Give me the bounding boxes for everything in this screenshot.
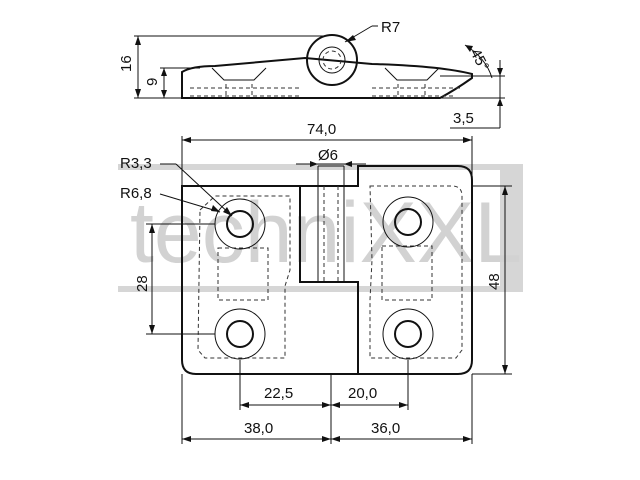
dim16-arrow-top <box>135 36 141 45</box>
dim38-label: 38,0 <box>244 420 273 437</box>
dia6-label: Ø6 <box>318 147 338 164</box>
dim38-arrow-right <box>322 436 331 442</box>
top-view: 74,0 Ø6 R3,3 <box>120 121 512 444</box>
watermark: techniXXL <box>118 164 523 292</box>
dim9-label: 9 <box>144 78 161 86</box>
dim200-label: 20,0 <box>348 385 377 402</box>
r68-label: R6,8 <box>120 185 152 202</box>
dim35-arrow-bottom <box>497 98 503 106</box>
dia6-arrow-right <box>344 161 352 167</box>
left-top-hole <box>226 210 254 238</box>
dim225-arrow-left <box>240 402 249 408</box>
dim74-arrow-left <box>182 137 191 143</box>
countersink-right <box>384 67 440 81</box>
right-pocket-inner <box>381 245 433 301</box>
r68-leader <box>159 193 221 213</box>
dim225-arrow-right <box>322 402 331 408</box>
right-bottom-hole <box>394 320 422 348</box>
right-top-boss <box>382 196 434 248</box>
dim36-arrow-right <box>463 436 472 442</box>
right-pocket-hidden <box>369 185 463 359</box>
knuckle-pin-inner <box>322 50 342 70</box>
watermark-text: techniXXL <box>130 185 522 281</box>
left-pocket-hidden <box>197 195 291 359</box>
watermark-band-top <box>118 164 523 170</box>
dim48-label: 48 <box>486 273 503 290</box>
watermark-band-bottom <box>118 286 523 292</box>
r7-arrow <box>345 35 356 42</box>
dim225-label: 22,5 <box>264 385 293 402</box>
watermark-band-right <box>500 164 523 292</box>
dim9-arrow-top <box>161 68 167 76</box>
r33-arrow <box>223 207 232 216</box>
knuckle-outer <box>306 34 358 86</box>
dim35-label: 3,5 <box>453 110 474 127</box>
left-bottom-boss <box>214 308 266 360</box>
dim200-arrow-right <box>399 402 408 408</box>
dim16-arrow-bottom <box>135 89 141 98</box>
dim28-arrow-bottom <box>149 325 155 334</box>
r33-leader <box>175 163 233 217</box>
side-hidden-left <box>190 84 300 98</box>
right-bottom-boss <box>382 308 434 360</box>
countersink-left <box>211 67 267 81</box>
angle-arrow <box>465 45 473 52</box>
dim36-label: 36,0 <box>371 420 400 437</box>
dim35-arrow-top <box>497 68 503 76</box>
r68-arrow <box>211 205 220 212</box>
dia6-arrow-left <box>310 161 318 167</box>
left-bottom-hole <box>226 320 254 348</box>
r33-label: R3,3 <box>120 155 152 172</box>
left-pocket-inner <box>217 247 269 301</box>
right-top-hole <box>394 208 422 236</box>
side-hidden-right <box>372 84 460 98</box>
dim48-arrow-bottom <box>502 365 508 374</box>
dim28-label: 28 <box>134 275 151 292</box>
dim28-arrow-top <box>149 224 155 233</box>
right-leaf-outline <box>300 165 473 375</box>
dim9-arrow-bottom <box>161 90 167 98</box>
knuckle-pin <box>318 46 346 74</box>
r7-label: R7 <box>381 19 400 36</box>
dim36-arrow-left <box>331 436 340 442</box>
dim74-arrow-right <box>463 137 472 143</box>
left-leaf-outline <box>181 185 359 375</box>
dim38-arrow-left <box>182 436 191 442</box>
dim74-label: 74,0 <box>307 121 336 138</box>
dim48-arrow-top <box>502 186 508 195</box>
side-view: R7 45° 16 9 3,5 <box>118 19 505 129</box>
dim200-arrow-left <box>331 402 340 408</box>
dim16-label: 16 <box>118 55 135 72</box>
